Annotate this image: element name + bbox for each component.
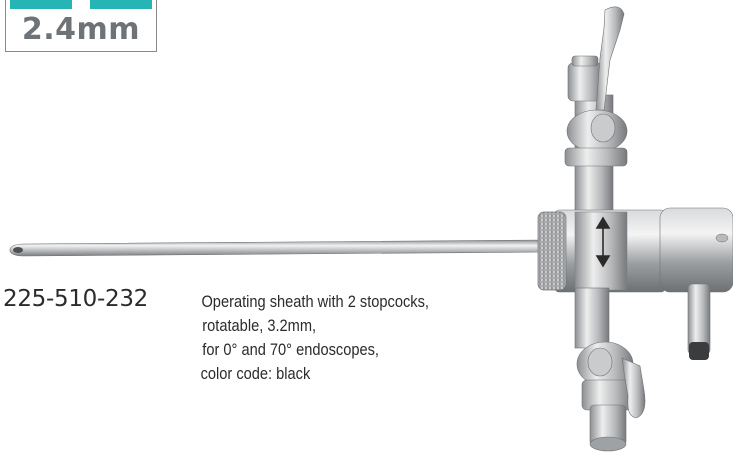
part-number: 225-510-232 <box>3 286 148 312</box>
upper-stopcock <box>564 6 628 167</box>
eyepiece-housing <box>659 207 733 293</box>
lower-stopcock <box>574 287 646 452</box>
rotation-ring <box>537 211 567 291</box>
size-badge: 2.4mm <box>5 0 157 52</box>
description-line: Operating sheath with 2 stopcocks, <box>201 292 429 311</box>
description-line: for 0° and 70° endoscopes, <box>202 340 380 359</box>
sheath-tube <box>9 239 547 257</box>
product-description: Operating sheath with 2 stopcocks, rotat… <box>198 290 518 386</box>
description-line: color code: black <box>200 364 311 383</box>
rotation-arrow-icon <box>595 216 611 268</box>
description-line: rotatable, 3.2mm, <box>202 316 317 335</box>
badge-size-label: 2.4mm <box>21 12 141 47</box>
badge-notch <box>72 0 90 9</box>
color-code-black <box>689 342 709 360</box>
valve-body <box>537 207 733 360</box>
